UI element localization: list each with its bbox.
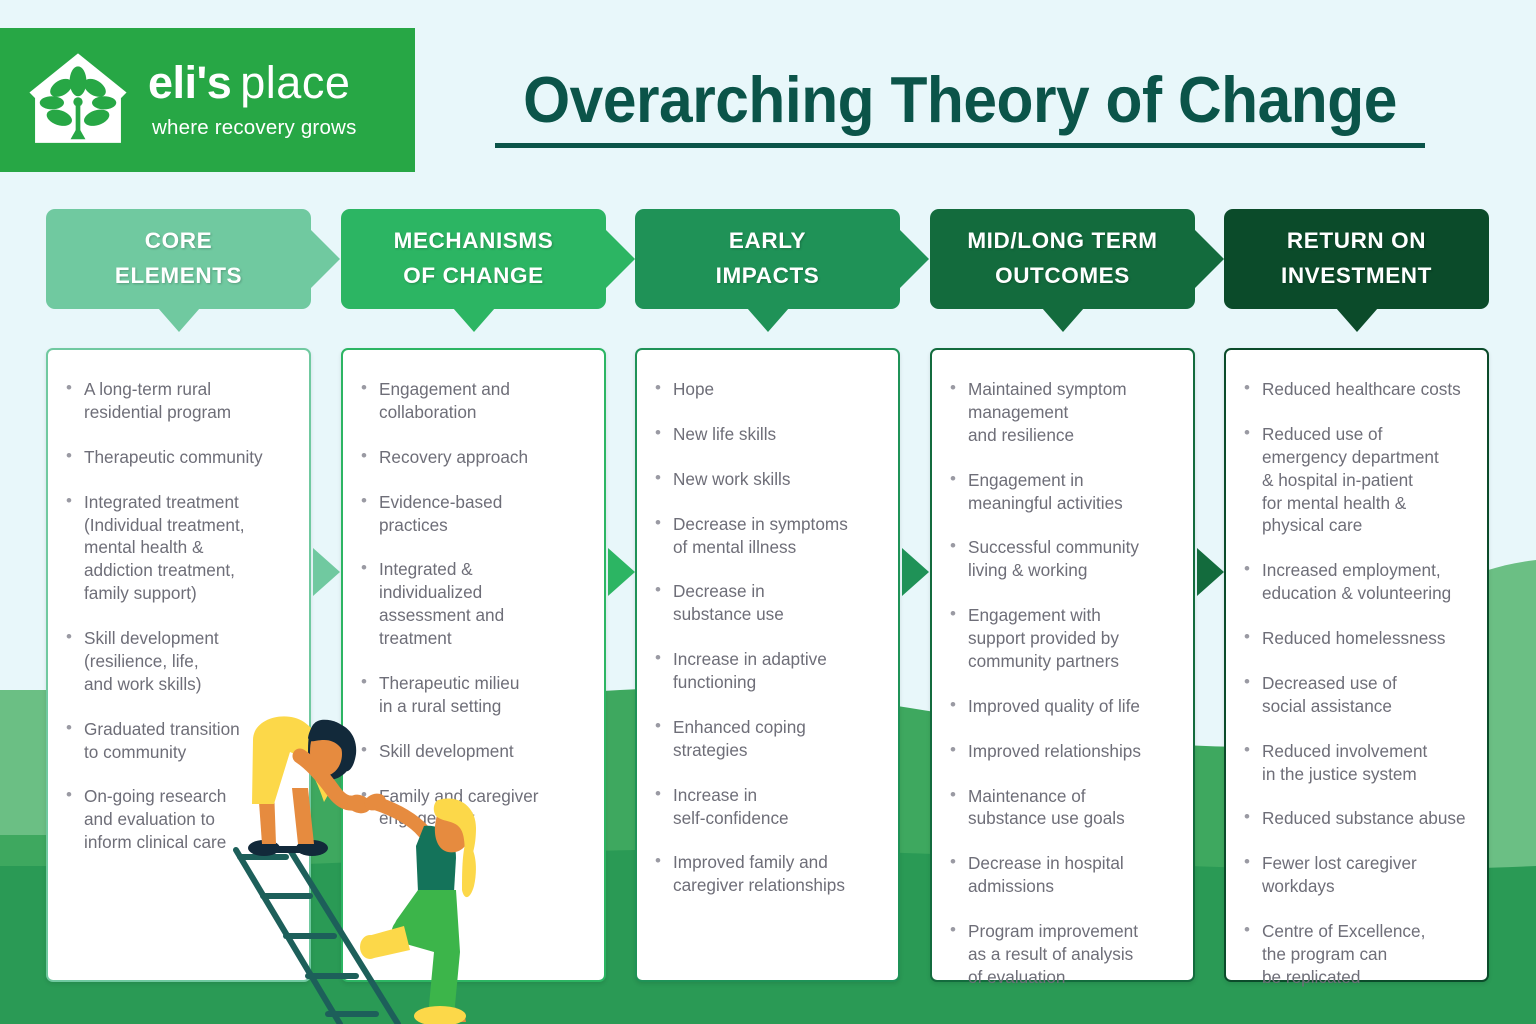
header-right-arrow-icon [899,229,929,289]
flow-connector-arrow-icon [902,548,929,596]
column-mechanisms-of-change: MECHANISMS OF CHANGE Engagement and collab… [341,209,635,982]
list-item: Skill development [357,739,590,763]
page-title: Overarching Theory of Change [495,62,1425,148]
list-item: Reduced healthcare costs [1240,377,1473,401]
list-item: Reduced use of emergency department & ho… [1240,422,1473,537]
column-title-line-2: OF CHANGE [403,263,544,288]
list-item: Evidence-based practices [357,490,590,537]
header-down-pointer-icon [1335,308,1378,332]
column-return-on-investment: RETURN ON INVESTMENT Reduced healthcare co… [1224,209,1489,987]
list-item: Increase in adaptive functioning [651,647,884,694]
list-item: Engagement in meaningful activities [946,468,1179,515]
column-body-mechanisms-of-change: Engagement and collaborationRecovery app… [341,348,606,982]
list-item: Fewer lost caregiver workdays [1240,851,1473,898]
column-list-mechanisms-of-change: Engagement and collaborationRecovery app… [357,377,590,830]
column-title-line-2: INVESTMENT [1280,263,1432,288]
column-title-line-2: IMPACTS [715,263,820,288]
list-item: Increase in self-confidence [651,783,884,830]
column-core-elements: CORE ELEMENTS A long-term rural residentia… [46,209,340,982]
column-mid-long-term-outcomes: MID/LONG TERM OUTCOMES Maintained symptom … [930,209,1224,987]
brand-logo-band: eli's place where recovery grows [0,28,415,172]
column-list-early-impacts: HopeNew life skillsNew work skillsDecrea… [651,377,884,897]
list-item: Therapeutic community [62,445,295,469]
list-item: On-going research and evaluation to info… [62,784,295,854]
list-item: Successful community living & working [946,535,1179,582]
list-item: Hope [651,377,884,401]
two-people-climbing-ladder-illustration [233,716,476,1024]
list-item: Integrated treatment (Individual treatme… [62,490,295,605]
list-item: Maintained symptom management and resili… [946,377,1179,447]
flow-connector-arrow-icon [608,548,635,596]
house-tree-logo-icon [29,53,127,143]
list-item: Centre of Excellence, the program can be… [1240,919,1473,989]
list-item: Enhanced coping strategies [651,715,884,762]
column-body-core-elements: A long-term rural residential programThe… [46,348,311,982]
list-item: Maintenance of substance use goals [946,784,1179,831]
list-item: Decrease in hospital admissions [946,851,1179,898]
column-early-impacts: EARLY IMPACTS HopeNew life skillsNew work … [635,209,929,982]
column-title-line-2: OUTCOMES [995,263,1130,288]
list-item: Improved relationships [946,739,1179,763]
list-item: Engagement with support provided by comm… [946,603,1179,673]
list-item: Decrease in substance use [651,579,884,626]
list-item: Graduated transition to community [62,717,295,764]
list-item: Improved quality of life [946,694,1179,718]
list-item: Decrease in symptoms of mental illness [651,512,884,559]
list-item: New life skills [651,422,884,446]
list-item: New work skills [651,467,884,491]
flow-connector-arrow-icon [1197,548,1224,596]
column-body-mid-long-term-outcomes: Maintained symptom management and resili… [930,348,1195,987]
column-title-line-1: RETURN ON [1286,228,1427,254]
list-item: Therapeutic milieu in a rural setting [357,671,590,718]
list-item: Decreased use of social assistance [1240,671,1473,718]
column-title-line-1: CORE [144,228,213,254]
list-item: Skill development (resilience, life, and… [62,626,295,696]
header-right-arrow-icon [1194,229,1224,289]
column-header-core-elements[interactable]: CORE ELEMENTS [46,209,340,332]
column-header-mechanisms-of-change[interactable]: MECHANISMS OF CHANGE [341,209,635,332]
column-list-return-on-investment: Reduced healthcare costsReduced use of e… [1240,377,1473,989]
list-item: Engagement and collaboration [357,377,590,424]
column-body-early-impacts: HopeNew life skillsNew work skillsDecrea… [635,348,900,982]
flow-connector-arrow-icon [313,548,340,596]
column-header-early-impacts[interactable]: EARLY IMPACTS [635,209,929,332]
list-item: Program improvement as a result of analy… [946,919,1179,989]
column-title-line-2: ELEMENTS [114,263,243,288]
header-down-pointer-icon [746,308,789,332]
list-item: Increased employment, education & volunt… [1240,558,1473,605]
list-item: Integrated & individualized assessment a… [357,557,590,650]
column-title-line-1: EARLY [728,228,807,254]
column-header-mid-long-term-outcomes[interactable]: MID/LONG TERM OUTCOMES [930,209,1224,332]
list-item: Reduced substance abuse [1240,806,1473,830]
header-down-pointer-icon [1041,308,1084,332]
list-item: Reduced involvement in the justice syste… [1240,739,1473,786]
header-down-pointer-icon [452,308,495,332]
header-down-pointer-icon [157,308,200,332]
header-right-arrow-icon [605,229,635,289]
brand-tagline: where recovery grows [152,116,357,139]
list-item: A long-term rural residential program [62,377,295,424]
brand-name-light: place [240,57,351,108]
column-list-core-elements: A long-term rural residential programThe… [62,377,295,854]
list-item: Reduced homelessness [1240,626,1473,650]
column-header-return-on-investment[interactable]: RETURN ON INVESTMENT [1224,209,1489,332]
list-item: Improved family and caregiver relationsh… [651,850,884,897]
column-title-line-1: MECHANISMS [393,228,554,254]
column-title-line-1: MID/LONG TERM [967,228,1158,254]
column-body-return-on-investment: Reduced healthcare costsReduced use of e… [1224,348,1489,987]
column-list-mid-long-term-outcomes: Maintained symptom management and resili… [946,377,1179,989]
list-item: Recovery approach [357,445,590,469]
header-right-arrow-icon [310,229,340,289]
brand-name-bold: eli's [148,57,232,108]
